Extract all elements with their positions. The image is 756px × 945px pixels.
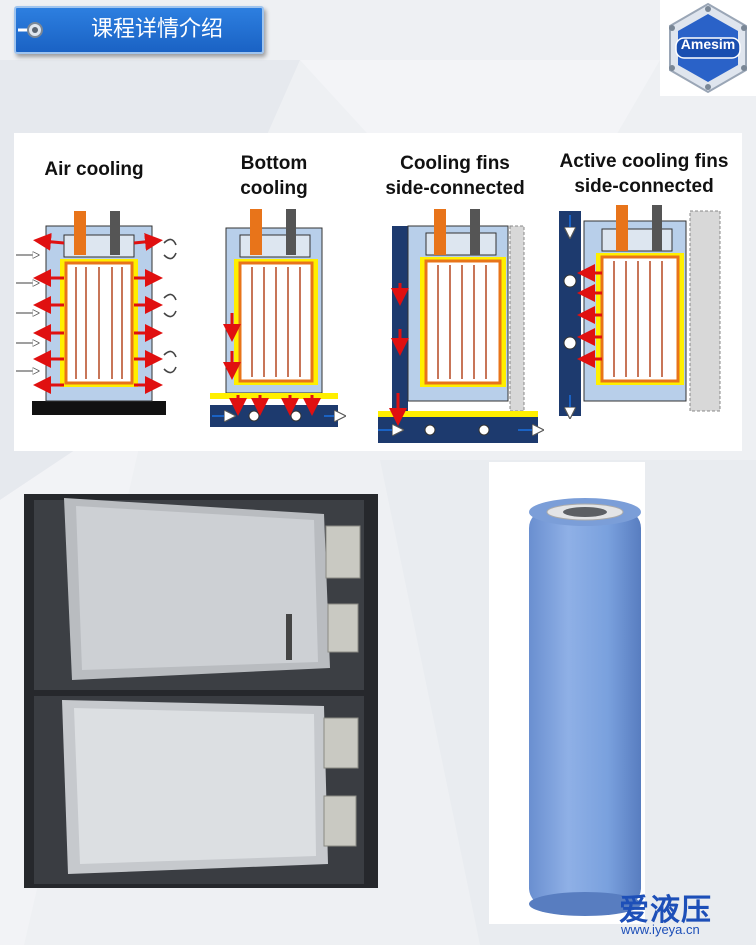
header-tab: 课程详情介绍 bbox=[14, 6, 264, 54]
pouch-cells-illustration bbox=[24, 494, 378, 888]
cylindrical-cell-photo bbox=[489, 462, 645, 924]
label-bottom-cooling: Bottom cooling bbox=[240, 153, 308, 199]
label-cooling-fins: Cooling fins side-connected bbox=[385, 153, 525, 199]
page-title: 课程详情介绍 bbox=[90, 17, 223, 42]
watermark-brand: 爱液压 bbox=[619, 893, 712, 928]
label-air-cooling: Air cooling bbox=[44, 159, 144, 180]
pin-icon bbox=[18, 22, 43, 38]
scheme-air-cooling bbox=[16, 211, 177, 415]
logo-hexagon-icon bbox=[669, 2, 747, 94]
amesim-logo: Amesim bbox=[660, 0, 756, 96]
cooling-schematics bbox=[16, 205, 721, 443]
watermark: 爱液压 www.iyeya.cn bbox=[619, 885, 749, 940]
scheme-cooling-fins bbox=[378, 209, 538, 443]
logo-text: Amesim bbox=[680, 36, 736, 52]
cylindrical-cell-illustration bbox=[529, 498, 641, 916]
scheme-bottom-cooling bbox=[210, 209, 340, 427]
scheme-active-cooling-fins bbox=[559, 205, 721, 416]
pouch-cell-photo bbox=[24, 494, 378, 888]
watermark-url: www.iyeya.cn bbox=[621, 922, 700, 937]
cooling-diagram-panel: Air cooling Bottom cooling Cooling fins … bbox=[14, 133, 742, 451]
label-active-cooling-fins: Active cooling fins side-connected bbox=[559, 151, 729, 197]
